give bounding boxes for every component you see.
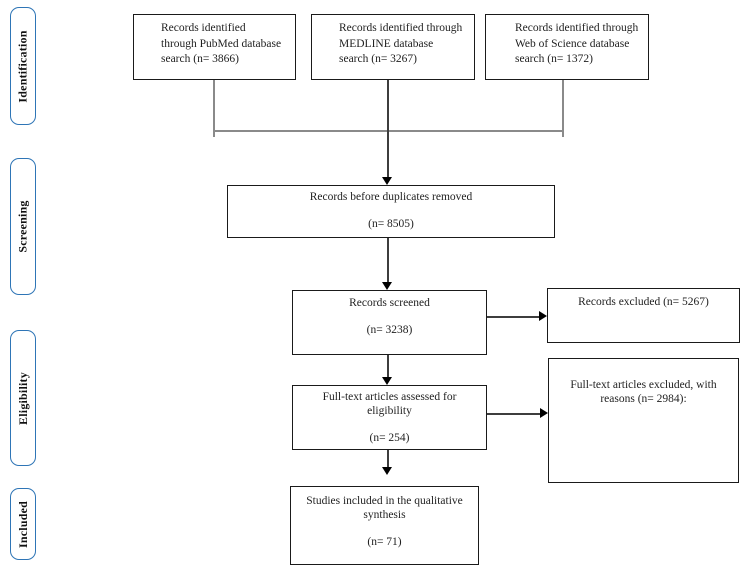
arrowhead-right-icon <box>539 311 547 321</box>
arrowhead-down-icon <box>382 377 392 385</box>
stage-screening: Screening <box>10 158 36 295</box>
flow-line-fulltext-to-included <box>387 450 389 467</box>
stage-identification-label: Identification <box>15 29 30 103</box>
flow-line-screened-to-fulltext <box>387 355 389 378</box>
arrowhead-down-icon <box>382 177 392 185</box>
stage-included-label: Included <box>15 500 30 548</box>
box-records-screened: Records screened (n= 3238) <box>292 290 487 355</box>
connector-merge-left-vertical <box>213 80 215 137</box>
arrowhead-right-icon <box>540 408 548 418</box>
box-fulltext-excluded: Full-text articles excluded, with reason… <box>548 358 739 483</box>
box-before-duplicates: Records before duplicates removed (n= 85… <box>227 185 555 238</box>
box-records-pubmed: Records identified through PubMed databa… <box>133 14 296 80</box>
connector-merge-right-vertical <box>562 80 564 137</box>
box-records-excluded: Records excluded (n= 5267) <box>547 288 740 343</box>
connector-merge-center-vertical <box>387 80 389 178</box>
flow-line-duplicates-to-screened <box>387 238 389 282</box>
stage-eligibility-label: Eligibility <box>15 371 30 425</box>
box-fulltext-assessed: Full-text articles assessed for eligibil… <box>292 385 487 450</box>
arrowhead-down-icon <box>382 467 392 475</box>
box-records-web-of-science: Records identified through Web of Scienc… <box>485 14 649 80</box>
flow-line-screened-to-excluded <box>487 316 540 318</box>
flow-line-fulltext-to-excluded <box>487 413 541 415</box>
stage-eligibility: Eligibility <box>10 330 36 466</box>
box-records-medline: Records identified through MEDLINE datab… <box>311 14 475 80</box>
stage-included: Included <box>10 488 36 560</box>
stage-identification: Identification <box>10 7 36 125</box>
arrowhead-down-icon <box>382 282 392 290</box>
box-qualitative-synthesis: Studies included in the qualitative synt… <box>290 486 479 565</box>
stage-screening-label: Screening <box>15 200 30 253</box>
